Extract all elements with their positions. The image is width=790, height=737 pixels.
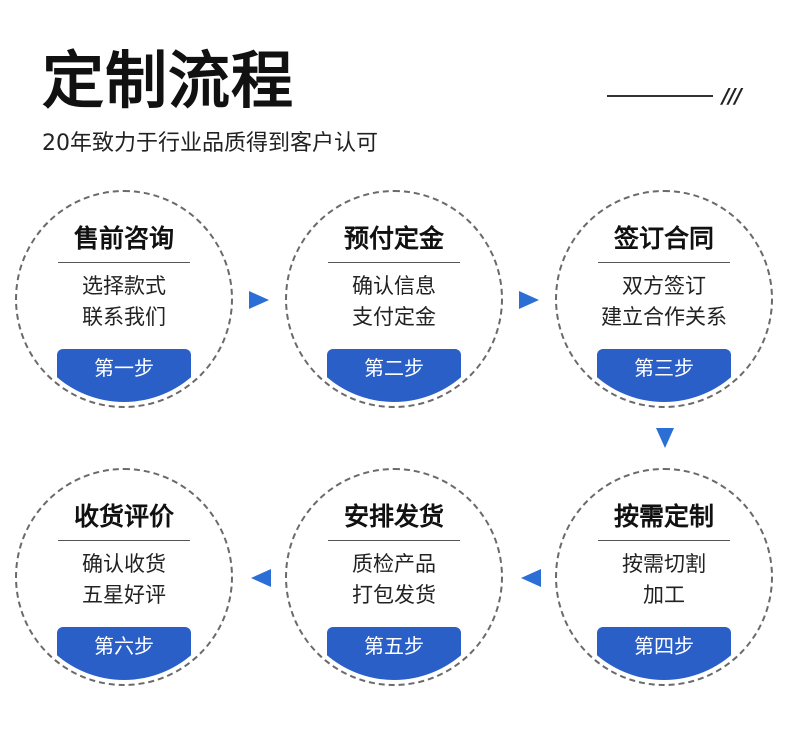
step-6-line-1: 确认收货 [82, 552, 166, 576]
header-deco-line [607, 95, 713, 97]
step-3-line-2: 建立合作关系 [601, 305, 727, 329]
step-2-divider [328, 262, 460, 263]
step-4-badge [597, 627, 731, 680]
step-3-badge [597, 349, 731, 402]
step-5-badge-label: 第五步 [364, 634, 424, 658]
step-5-badge [327, 627, 461, 680]
step-5-line-1: 质检产品 [352, 552, 436, 576]
step-3-circle: 签订合同 双方签订 建立合作关系 第三步 [555, 190, 773, 408]
step-2-badge [327, 349, 461, 402]
step-6-divider [58, 540, 190, 541]
step-6-badge [57, 627, 191, 680]
step-1-divider [58, 262, 190, 263]
step-4-badge-label: 第四步 [634, 634, 694, 658]
step-1-badge [57, 349, 191, 402]
step-2-title: 预付定金 [343, 224, 444, 253]
step-6-circle: 收货评价 确认收货 五星好评 第六步 [15, 468, 233, 686]
arrow-right-icon [249, 291, 269, 309]
step-6-title: 收货评价 [73, 502, 174, 531]
step-4-line-2: 加工 [643, 583, 685, 607]
arrow-left-icon [521, 569, 541, 587]
step-1-circle: 售前咨询 选择款式 联系我们 第一步 [15, 190, 233, 408]
step-2-badge-label: 第二步 [364, 356, 424, 380]
header-deco-slashes: /// [722, 84, 742, 108]
step-5-title: 安排发货 [343, 502, 444, 531]
step-1-line-1: 选择款式 [82, 274, 166, 298]
step-6-badge-label: 第六步 [94, 634, 154, 658]
step-4-circle: 按需定制 按需切割 加工 第四步 [555, 468, 773, 686]
step-1-title: 售前咨询 [73, 224, 174, 253]
step-5-line-2: 打包发货 [352, 583, 436, 607]
step-6-line-2: 五星好评 [82, 583, 166, 607]
step-2-circle: 预付定金 确认信息 支付定金 第二步 [285, 190, 503, 408]
step-2-line-2: 支付定金 [352, 305, 436, 329]
step-5-circle: 安排发货 质检产品 打包发货 第五步 [285, 468, 503, 686]
step-1-badge-label: 第一步 [94, 356, 154, 380]
page-title: 定制流程 [42, 44, 295, 117]
page-subtitle: 20年致力于行业品质得到客户认可 [42, 131, 378, 156]
arrow-down-icon [656, 428, 674, 448]
step-2-line-1: 确认信息 [352, 274, 436, 298]
step-3-divider [598, 262, 730, 263]
arrow-right-icon [519, 291, 539, 309]
step-1-line-2: 联系我们 [82, 305, 166, 329]
step-4-divider [598, 540, 730, 541]
step-4-line-1: 按需切割 [622, 552, 706, 576]
step-4-title: 按需定制 [613, 502, 714, 531]
step-3-badge-label: 第三步 [634, 356, 694, 380]
step-3-title: 签订合同 [613, 224, 714, 253]
arrow-left-icon [251, 569, 271, 587]
step-3-line-1: 双方签订 [622, 274, 706, 298]
step-5-divider [328, 540, 460, 541]
